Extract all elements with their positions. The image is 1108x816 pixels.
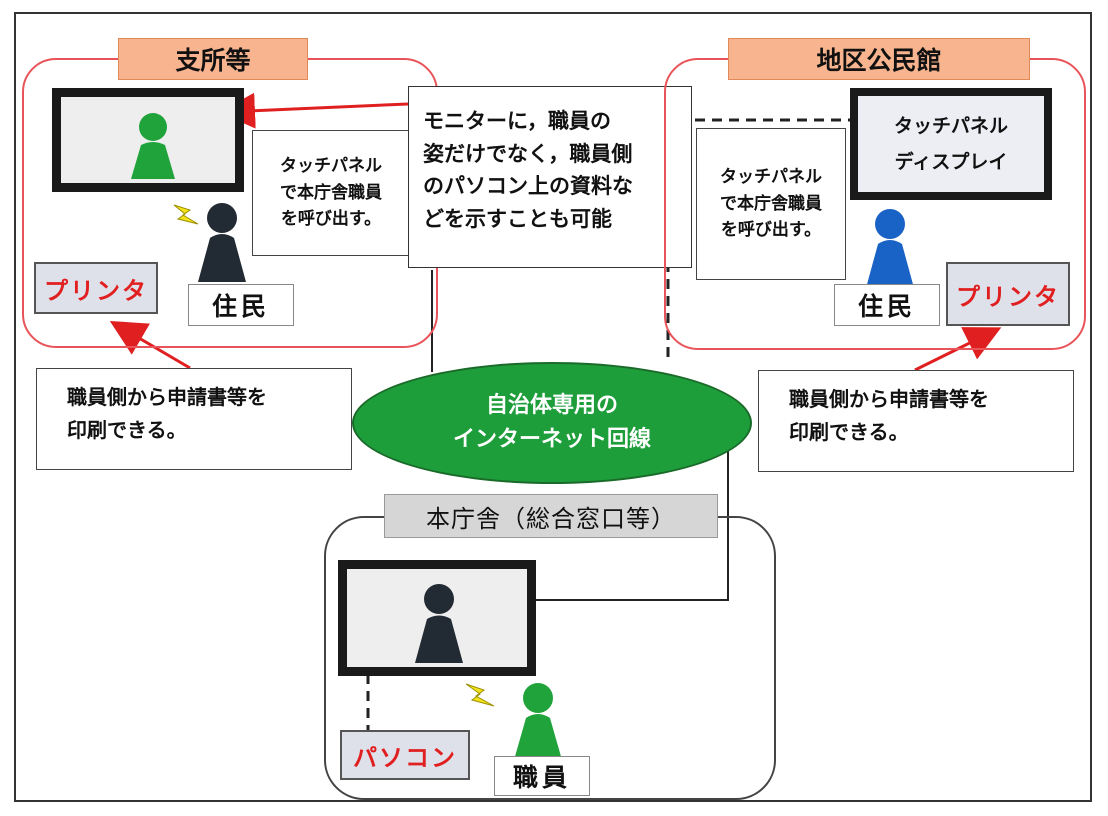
branch-print-note-line1: 職員側から申請書等を — [67, 385, 267, 409]
arrow-to-community-printer — [914, 327, 1002, 372]
branch-print-note-line2: 印刷できる。 — [67, 418, 187, 442]
branch-print-note: 職員側から申請書等を 印刷できる。 — [36, 368, 352, 470]
staff-figure-icon — [131, 113, 175, 179]
hq-staff-label: 職員 — [494, 756, 590, 796]
network-hq-line — [525, 440, 729, 601]
monitor-note-line2: 姿だけでなく，職員側 — [423, 141, 633, 166]
hq-monitor — [338, 560, 536, 676]
community-resident-label: 住民 — [834, 284, 940, 326]
hq-pc: パソコン — [340, 730, 470, 780]
network-line2: インターネット回線 — [452, 427, 651, 452]
community-touch-note-line3: を呼び出す。 — [720, 220, 822, 241]
branch-monitor — [52, 88, 244, 192]
community-resident-figure-icon — [866, 209, 914, 288]
community-touch-note-line1: タッチパネル — [720, 167, 822, 188]
branch-touch-note-line3: を呼び出す。 — [280, 209, 382, 230]
community-display-line2: ディスプレイ — [894, 151, 1008, 173]
branch-touch-note: タッチパネル で本庁舎職員 を呼び出す。 — [252, 130, 410, 256]
branch-resident-label: 住民 — [188, 284, 294, 326]
monitor-note-line3: のパソコン上の資料な — [423, 174, 633, 199]
arrow-to-branch-monitor — [219, 92, 409, 129]
network-line1: 自治体専用の — [485, 392, 618, 418]
network-ellipse: 自治体専用の インターネット回線 — [352, 362, 752, 484]
monitor-note-line4: どを示すことも可能 — [423, 206, 612, 231]
lightning-icon-branch — [173, 204, 199, 225]
community-title: 地区公民館 — [728, 38, 1030, 80]
community-print-note-line1: 職員側から申請書等を — [789, 387, 989, 411]
lightning-icon-hq — [465, 683, 495, 707]
community-print-note: 職員側から申請書等を 印刷できる。 — [758, 370, 1074, 472]
hq-title: 本庁舎（総合窓口等） — [384, 494, 718, 538]
community-printer: プリンタ — [946, 262, 1070, 326]
community-display: タッチパネル ディスプレイ — [850, 88, 1052, 200]
hq-staff-figure-icon — [514, 683, 562, 760]
branch-resident-figure-icon — [198, 203, 246, 282]
community-display-line1: タッチパネル — [893, 114, 1008, 137]
monitor-note-line1: モニターに，職員の — [423, 109, 611, 133]
branch-touch-note-line2: で本庁舎職員 — [280, 182, 382, 203]
branch-touch-note-line1: タッチパネル — [280, 156, 382, 177]
community-print-note-line2: 印刷できる。 — [789, 420, 909, 444]
hq-monitor-figure-icon — [415, 584, 463, 663]
community-touch-note-line2: で本庁舎職員 — [720, 193, 822, 214]
community-touch-note: タッチパネル で本庁舎職員 を呼び出す。 — [696, 128, 846, 280]
monitor-note: モニターに，職員の 姿だけでなく，職員側 のパソコン上の資料な どを示すことも可… — [408, 86, 692, 268]
branch-printer: プリンタ — [34, 262, 158, 314]
branch-title: 支所等 — [118, 38, 308, 80]
